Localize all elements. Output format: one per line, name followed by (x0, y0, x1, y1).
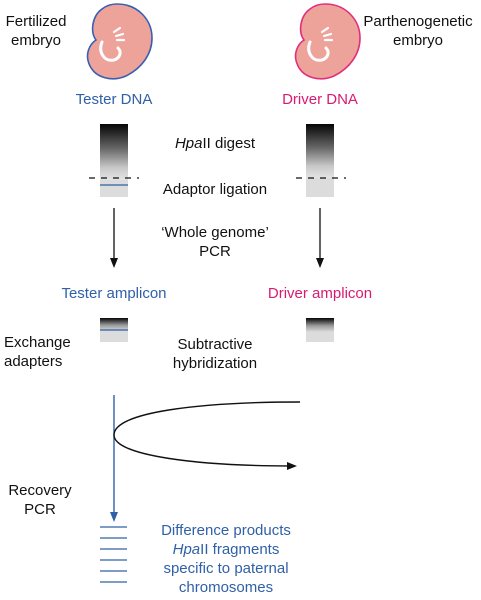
hybridization-line1: Subtractive (177, 336, 253, 353)
difference-line1: Difference products (161, 522, 291, 539)
exchange-line2: adapters (4, 353, 63, 370)
recovery-line2: PCR (24, 501, 56, 518)
fertilized-label-line1: Fertilized (5, 13, 67, 30)
tester-dna-label: Tester DNA (75, 91, 153, 108)
parthenogenetic-embryo-label: Parthenogenetic embryo (356, 12, 480, 50)
fertilized-embryo-label: Fertilized embryo (0, 12, 72, 50)
difference-product-bands (100, 526, 127, 583)
fertilized-label-line2: embryo (10, 32, 62, 49)
driver-amplicon-label: Driver amplicon (267, 285, 373, 302)
recovery-line1: Recovery (8, 482, 72, 499)
digest-enzyme-italic: Hpa (174, 135, 203, 152)
tester-gel (100, 124, 128, 197)
driver-gel (306, 124, 334, 197)
difference-line2: HpaII fragments (136, 540, 316, 559)
parthenogenetic-label-line2: embryo (392, 32, 444, 49)
difference-line4: chromosomes (178, 579, 274, 596)
hybridization-line2: hybridization (172, 355, 258, 372)
digest-enzyme-rest: II digest (202, 135, 256, 152)
exchange-adapters-label: Exchange adapters (4, 333, 71, 371)
adaptor-ligation-label: Adaptor ligation (162, 181, 268, 198)
driver-dna-label: Driver DNA (282, 91, 358, 108)
recovery-pcr-label: Recovery PCR (0, 481, 80, 519)
parthenogenetic-embryo-icon (294, 3, 361, 80)
pcr-line2: PCR (199, 243, 231, 260)
driver-hybridization-curve (113, 401, 301, 470)
difference-line3: specific to paternal (163, 560, 289, 577)
tester-amplicon-gel (100, 318, 128, 342)
difference-enzyme-rest: II fragments (200, 541, 280, 558)
fertilized-embryo-icon (86, 3, 153, 80)
driver-amplicon-gel (306, 318, 334, 342)
pcr-line1: ‘Whole genome’ (161, 224, 269, 241)
tester-amplicon-label: Tester amplicon (61, 285, 167, 302)
whole-genome-pcr-label: ‘Whole genome’ PCR (140, 223, 290, 261)
hpaii-digest-label: HpaII digest (145, 134, 285, 153)
parthenogenetic-label-line1: Parthenogenetic (363, 13, 473, 30)
subtractive-hybridization-label: Subtractive hybridization (145, 335, 285, 373)
exchange-line1: Exchange (4, 334, 71, 351)
difference-enzyme-italic: Hpa (172, 541, 201, 558)
difference-products-label: Difference products HpaII fragments spec… (136, 521, 316, 597)
